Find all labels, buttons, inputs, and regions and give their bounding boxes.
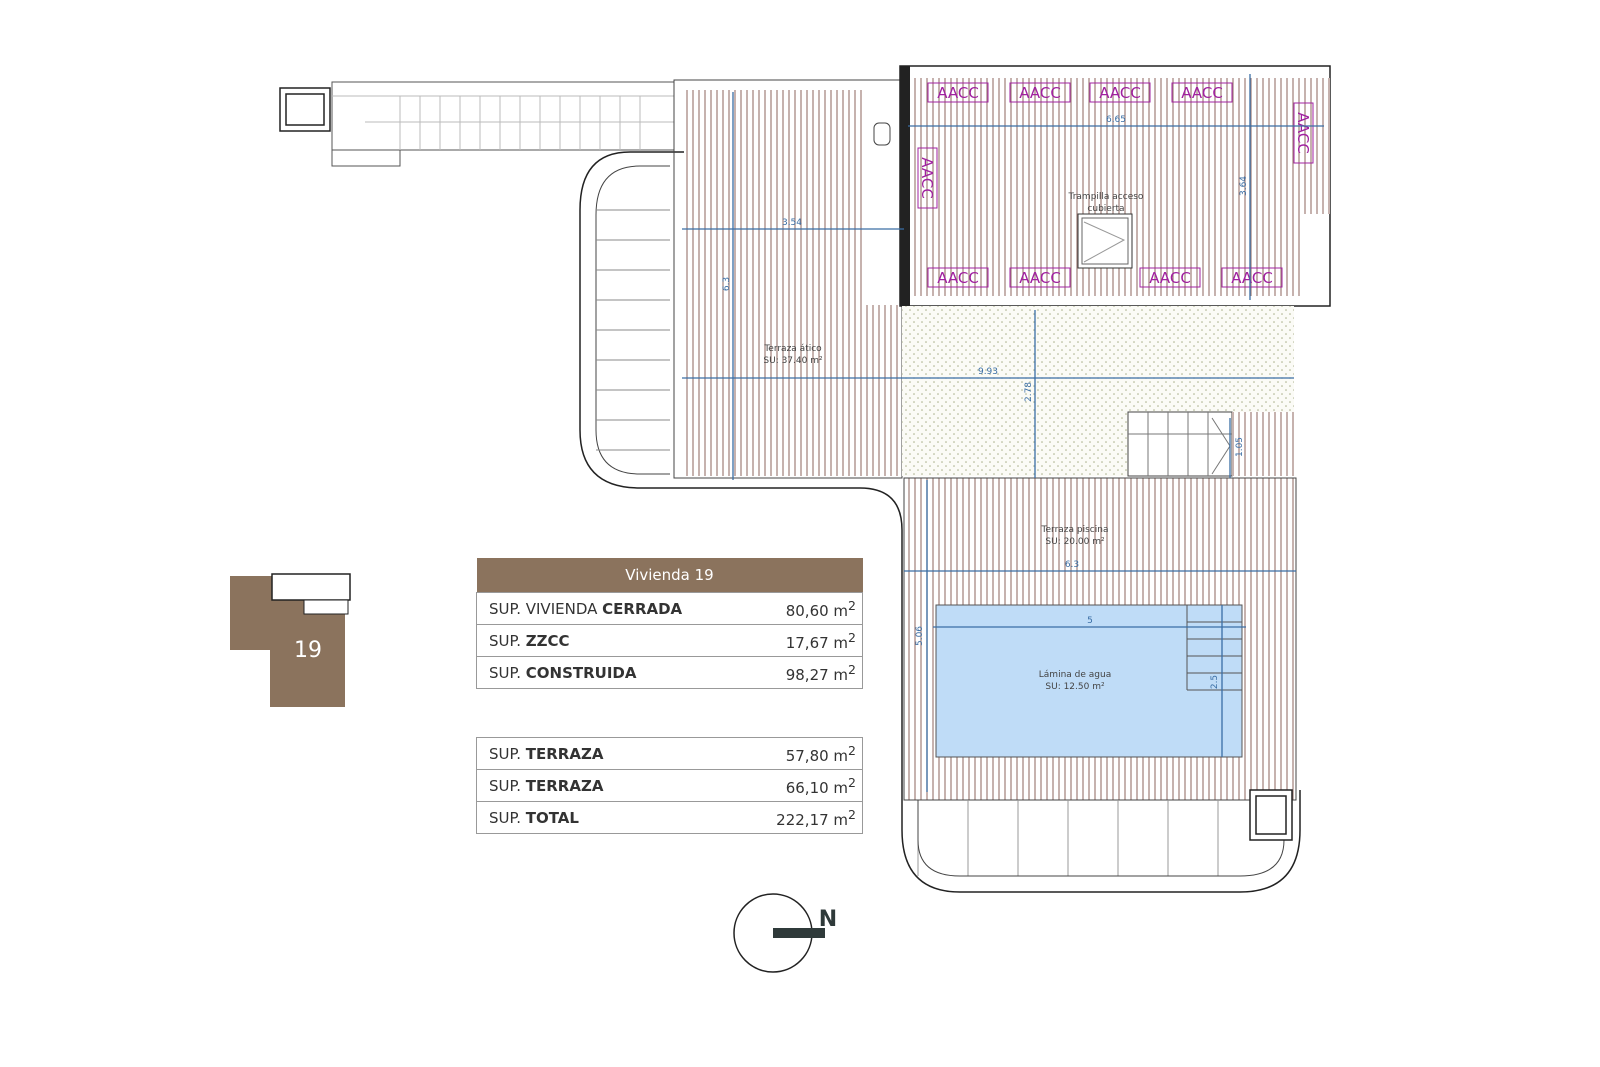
svg-text:AACC: AACC — [1149, 269, 1191, 287]
svg-text:6.65: 6.65 — [1106, 115, 1126, 125]
unit-location-badge: 19 — [230, 573, 351, 707]
svg-text:9.93: 9.93 — [978, 367, 998, 377]
terraza-atico-name: Terraza ático — [763, 344, 822, 354]
hatch-label-2: cubierta — [1087, 204, 1124, 214]
hatch-label-1: Trampilla acceso — [1068, 192, 1144, 202]
pool-area: SU: 12.50 m² — [1045, 682, 1105, 692]
svg-text:AACC: AACC — [1231, 269, 1273, 287]
dimension-lines — [682, 74, 1324, 792]
terraza-atico-area: SU: 37.40 m² — [763, 356, 823, 366]
svg-text:1.05: 1.05 — [1235, 437, 1245, 457]
svg-text:2.5: 2.5 — [1210, 675, 1220, 689]
pool — [935, 604, 1243, 758]
svg-text:AACC: AACC — [1294, 112, 1312, 154]
terraza-piscina-area: SU: 20.00 m² — [1045, 537, 1105, 547]
terraza-atico — [684, 90, 864, 476]
north-arrow-icon: N — [733, 893, 837, 973]
svg-text:5: 5 — [1087, 616, 1093, 626]
outer-wall — [579, 151, 1301, 893]
svg-text:AACC: AACC — [937, 269, 979, 287]
svg-text:3.54: 3.54 — [782, 218, 802, 228]
svg-text:AACC: AACC — [1019, 84, 1061, 102]
terraza-piscina-name: Terraza piscina — [1041, 525, 1109, 535]
svg-text:AACC: AACC — [1019, 269, 1061, 287]
table-title: Vivienda 19 — [476, 558, 863, 593]
svg-text:AACC: AACC — [1181, 84, 1223, 102]
svg-text:3.64: 3.64 — [1239, 176, 1249, 196]
unit-number: 19 — [294, 638, 322, 663]
svg-text:6.3: 6.3 — [722, 277, 732, 291]
aacc-units: AACC AACC AACC AACC AACC AACC AACC AACC … — [917, 82, 1314, 288]
svg-text:AACC: AACC — [1099, 84, 1141, 102]
interior-stair — [1127, 411, 1233, 477]
svg-text:N: N — [819, 907, 837, 932]
svg-text:6.3: 6.3 — [1065, 560, 1079, 570]
exterior-stair — [279, 81, 675, 167]
svg-text:2.78: 2.78 — [1024, 382, 1034, 402]
svg-text:AACC: AACC — [918, 157, 936, 199]
svg-text:5.06: 5.06 — [915, 626, 925, 646]
pool-name: Lámina de agua — [1039, 670, 1111, 680]
aacc-label: AACC — [937, 84, 979, 102]
